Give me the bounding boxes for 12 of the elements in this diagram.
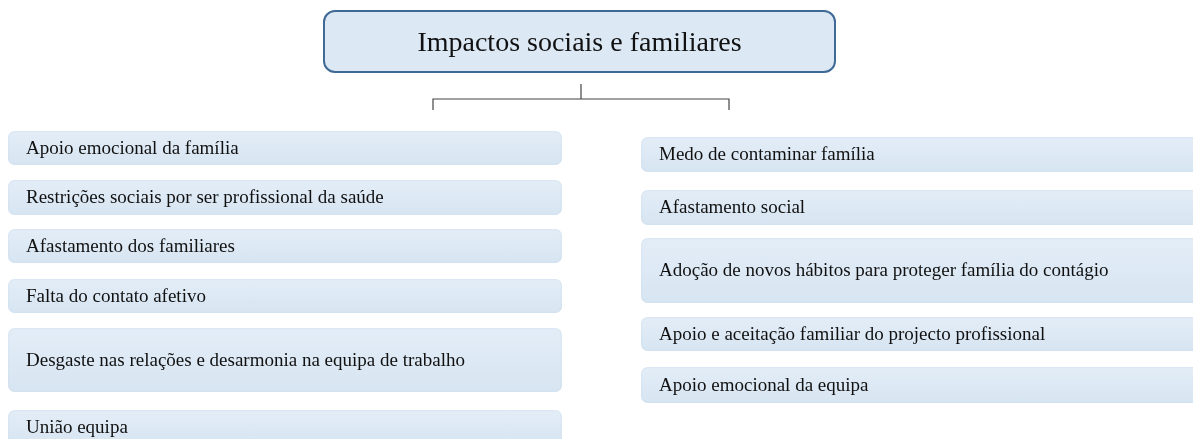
topic-box: Apoio emocional da equipa	[641, 367, 1193, 403]
topic-box: Apoio e aceitação familiar do projecto profissional	[641, 317, 1193, 351]
topic-box: Afastamento social	[641, 190, 1193, 225]
topic-box: Apoio emocional da família	[8, 131, 562, 165]
topic-box: Restrições sociais por ser profissional da saúde	[8, 180, 562, 215]
title-box: Impactos sociais e familiares	[323, 10, 836, 73]
topic-box: Afastamento dos familiares	[8, 229, 562, 263]
topic-box: Adoção de novos hábitos para proteger família do contágio	[641, 238, 1193, 303]
topic-box: União equipa	[8, 410, 562, 439]
topic-box: Falta do contato afetivo	[8, 279, 562, 313]
topic-box: Desgaste nas relações e desarmonia na equipa de trabalho	[8, 328, 562, 392]
topic-box: Medo de contaminar família	[641, 137, 1193, 172]
